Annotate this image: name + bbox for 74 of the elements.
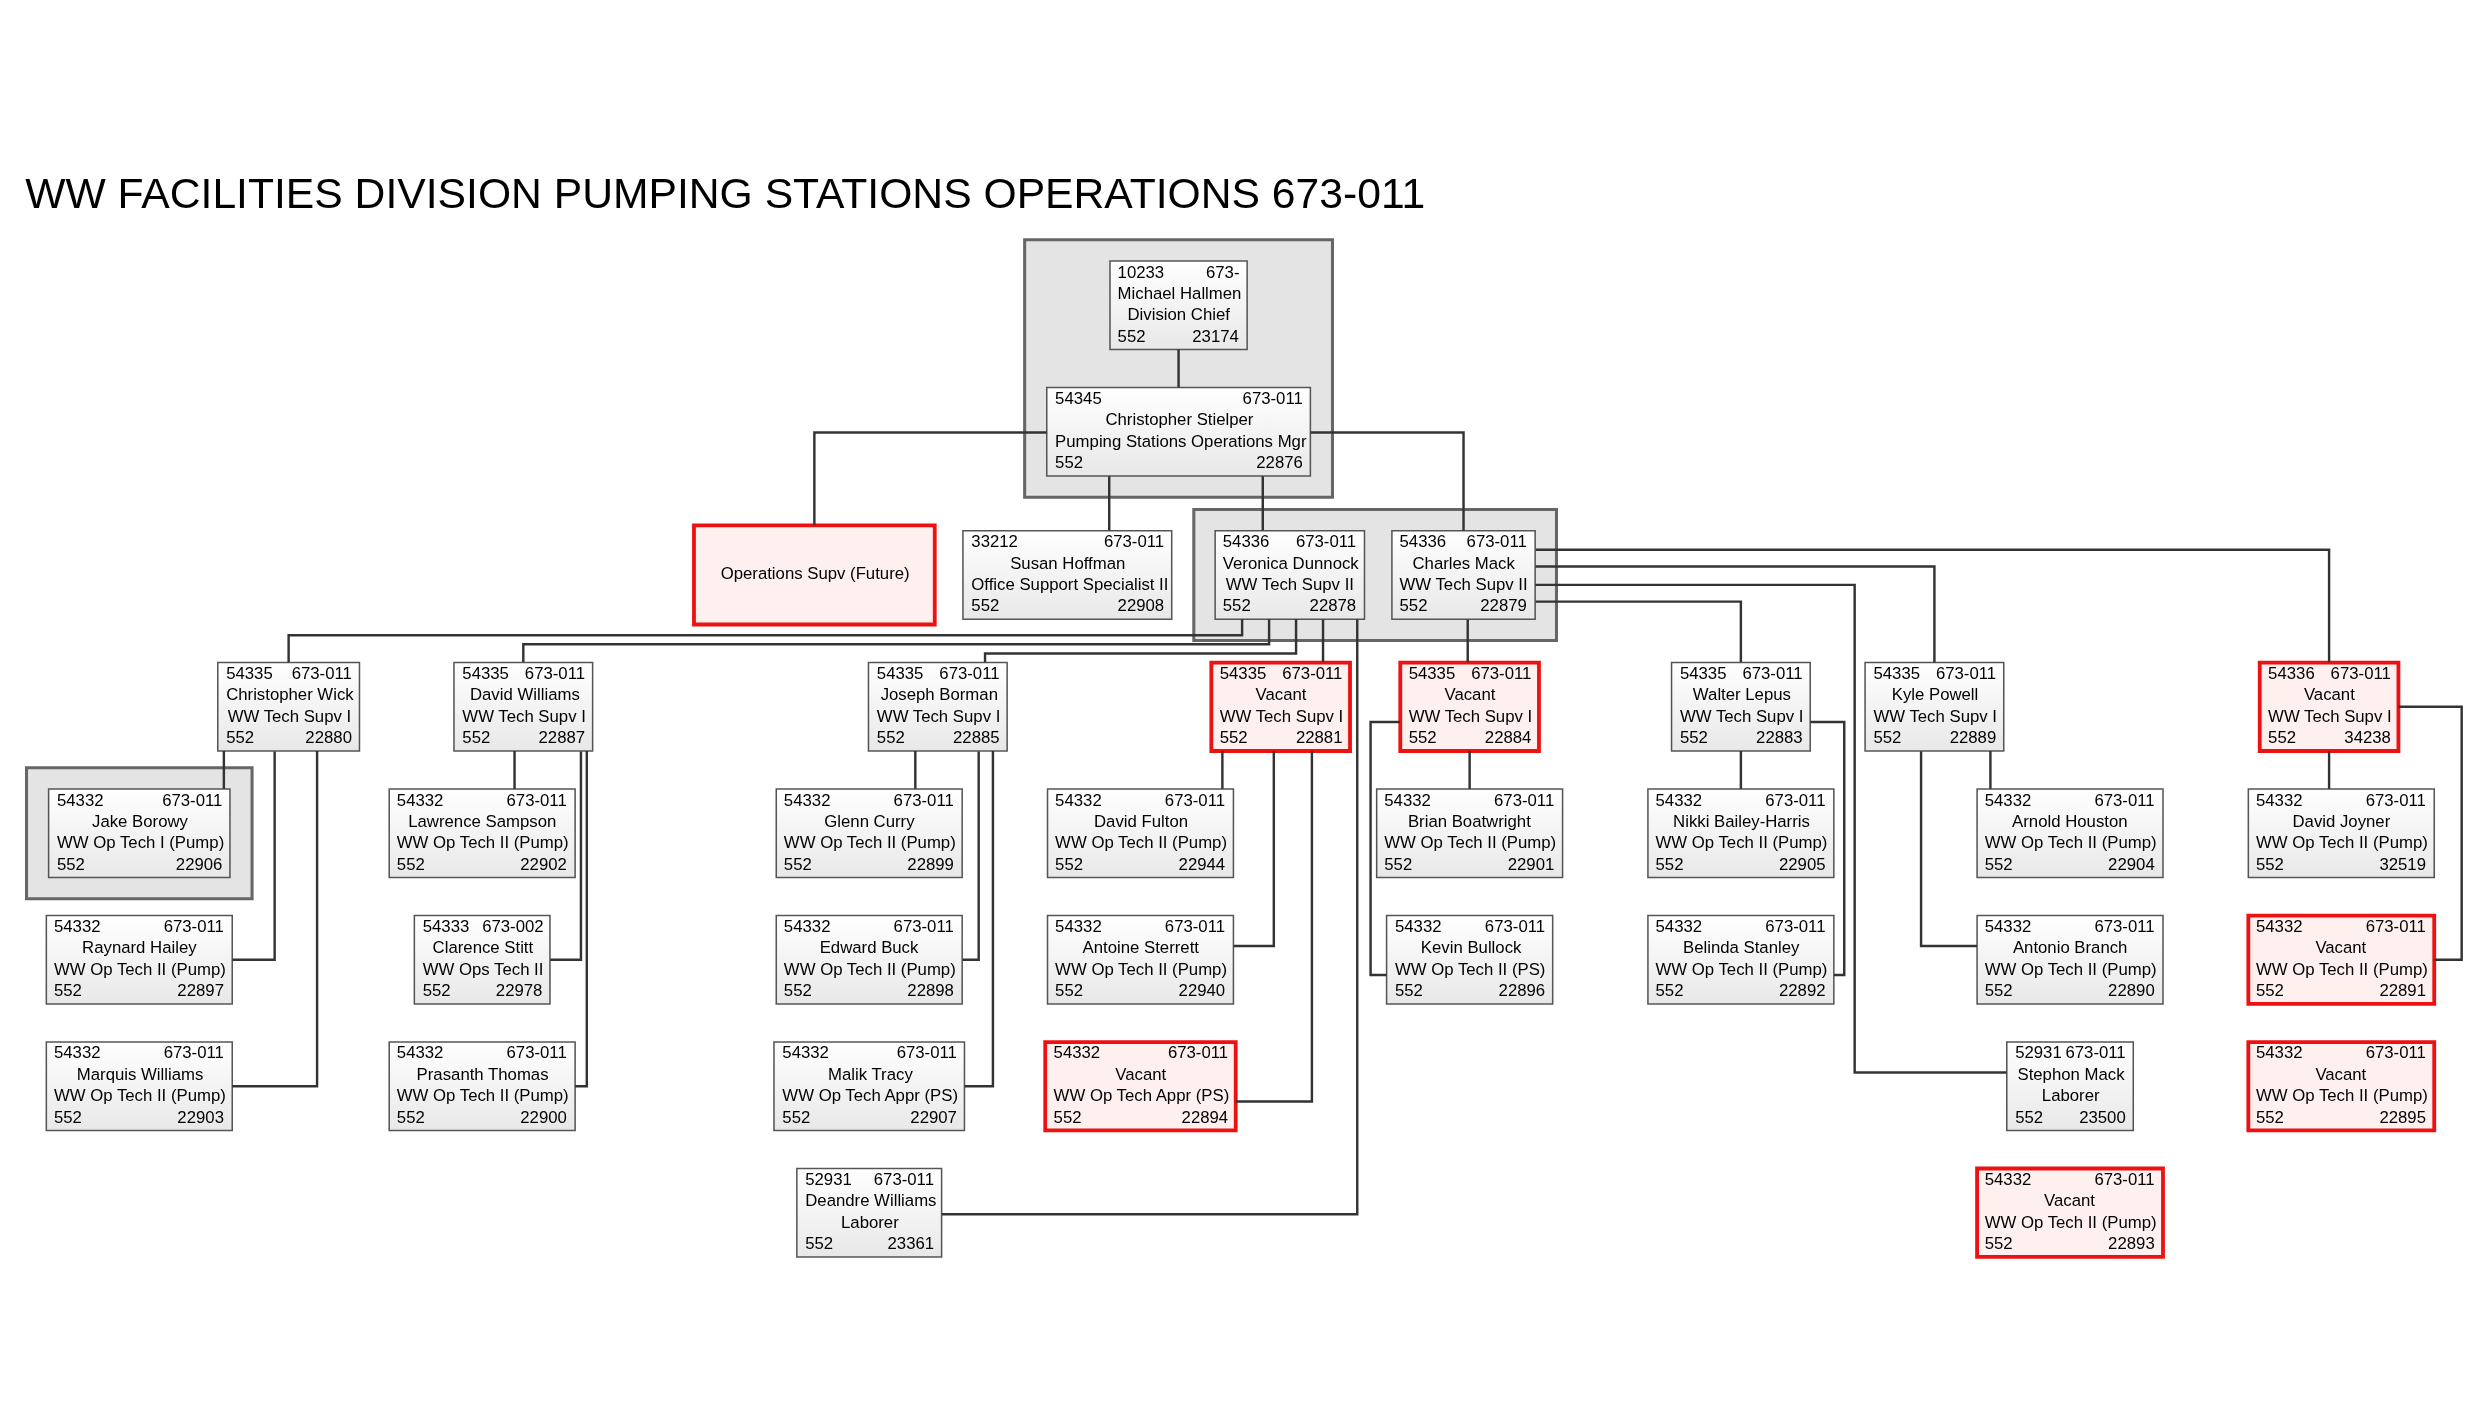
node-box: 54332 673-011 Jake Borowy WW Op Tech I (Pump) 552 22906 [47,787,231,878]
node-box: Operations Supv (Future) [692,523,937,626]
node-box: 54332 673-011 Edward Buck WW Op Tech II (Pump) 552 22898 [775,914,963,1005]
node-box: 54332 673-011 Arnold Houston WW Op Tech II (Pump) 552 22904 [1976,787,2164,878]
connector [513,750,516,789]
connector [222,750,226,789]
node-box: 54335 673-011 Vacant WW Tech Supv I 552 22881 [1209,660,1352,753]
connector [1739,750,1743,789]
node-box: 54332 673-011 David Joyner WW Op Tech II (Pump) 552 32519 [2247,787,2435,878]
node-box: 54332 673-011 Vacant WW Op Tech Appr (PS) 552 22894 [1043,1039,1238,1132]
diagram-title: WW FACILITIES DIVISION PUMPING STATIONS OPERATIONS 673-011 [25,168,1426,217]
node-box: 54332 673-011 Prasanth Thomas WW Op Tech II (Pump) 552 22900 [388,1040,576,1131]
node-box: 54332 673-011 Nikki Bailey-Harris WW Op Tech II (Pump) 552 22905 [1647,787,1835,878]
node-box: 54335 673-011 Vacant WW Tech Supv I 552 22884 [1398,660,1541,753]
connector [550,750,583,961]
node-box: 54336 673-011 Vacant WW Tech Supv I 552 34238 [2257,660,2401,753]
connector [1310,430,1465,531]
node-box: 54335 673-011 Kyle Powell WW Tech Supv I 552 22889 [1864,661,2005,752]
connector [1810,720,1846,976]
connector [575,750,588,1087]
connector [2327,750,2331,789]
connector [1468,750,1471,789]
node-box: 54335 673-011 David Williams WW Tech Supv I 552 22887 [453,661,594,752]
connector [1108,475,1111,530]
node-box: 54335 673-011 Joseph Borman WW Tech Supv I 552 22885 [867,661,1008,752]
node-box: 54332 673-011 Raynard Hailey WW Op Tech II (Pump) 552 22897 [45,914,233,1005]
node-box: 54332 673-011 Brian Boatwright WW Op Tech II (Pump) 552 22901 [1375,787,1564,878]
connector [1535,548,2331,662]
connector [1321,619,1325,662]
connector [1233,750,1276,947]
connector [813,430,1047,525]
node-box: 54332 673-011 Vacant WW Op Tech II (Pump) 552 22893 [1975,1166,2165,1259]
node-box: 52931 673-011 Stephon Mack Laborer 552 23500 [2006,1040,2135,1131]
node-box: 54332 673-011 Antoine Sterrett WW Op Tech II (Pump) 552 22940 [1046,914,1235,1005]
node-box: 54335 673-011 Christopher Wick WW Tech Supv I 552 22880 [217,661,361,752]
node-box: 54333 673-002 Clarence Stitt WW Ops Tech II 552 22978 [413,914,551,1005]
node-box: 54336 673-011 Charles Mack WW Tech Supv II 552 22879 [1391,529,1536,620]
connector [522,618,1271,662]
node-box: 54336 673-011 Veronica Dunnock WW Tech Supv II 552 22878 [1214,529,1366,620]
cluster [1023,237,1334,499]
connector [1919,750,1977,947]
node-box: 54332 673-011 Vacant WW Op Tech II (Pump) 552 22891 [2246,913,2437,1006]
connector [232,750,276,961]
node-box: 10233 673- Michael Hallmen Division Chief 552 23174 [1109,259,1248,350]
node-box: 54335 673-011 Walter Lepus WW Tech Supv I 552 22883 [1670,661,1811,752]
cluster [25,765,254,900]
connector [941,618,1359,1215]
connector [1177,349,1180,387]
node-box: 54332 673-011 Kevin Bullock WW Op Tech II (PS) 552 22896 [1385,914,1554,1005]
node-box: 54345 673-011 Christopher Stielper Pumping Stations Operations Mgr 552 22876 [1046,386,1312,477]
node-box: 52931 673-011 Deandre Williams Laborer 552 23361 [796,1167,943,1258]
connector [287,618,1244,662]
connector [962,750,980,961]
node-box: 33212 673-011 Susan Hoffman Office Support Specialist II 552 22908 [962,529,1173,620]
connector [1989,750,1992,789]
connector [914,750,917,789]
connector [1535,564,1936,662]
node-box: 54332 673-011 Glenn Curry WW Op Tech II (Pump) 552 22899 [775,787,963,878]
connector [1235,750,1314,1103]
connector [232,750,319,1087]
connector [1369,720,1400,976]
connector [1261,475,1264,530]
node-box: 54332 673-011 Malik Tracy WW Op Tech Appr (PS) 552 22907 [773,1040,966,1131]
connector [1221,750,1224,789]
connector [983,618,1298,662]
node-box: 54332 673-011 David Fulton WW Op Tech II (Pump) 552 22944 [1046,787,1235,878]
node-box: 54332 673-011 Belinda Stanley WW Op Tech II (Pump) 552 22892 [1647,914,1835,1005]
node-box: 54332 673-011 Antonio Branch WW Op Tech II (Pump) 552 22890 [1976,914,2164,1005]
node-box: 54332 673-011 Vacant WW Op Tech II (Pump) 552 22895 [2246,1039,2437,1132]
connector [1466,619,1469,662]
cluster [1192,507,1558,642]
node-box: 54332 673-011 Marquis Williams WW Op Tech II (Pump) 552 22903 [45,1040,233,1131]
connector [1535,599,1743,662]
node-box: 54332 673-011 Lawrence Sampson WW Op Tech II (Pump) 552 22902 [388,787,576,878]
